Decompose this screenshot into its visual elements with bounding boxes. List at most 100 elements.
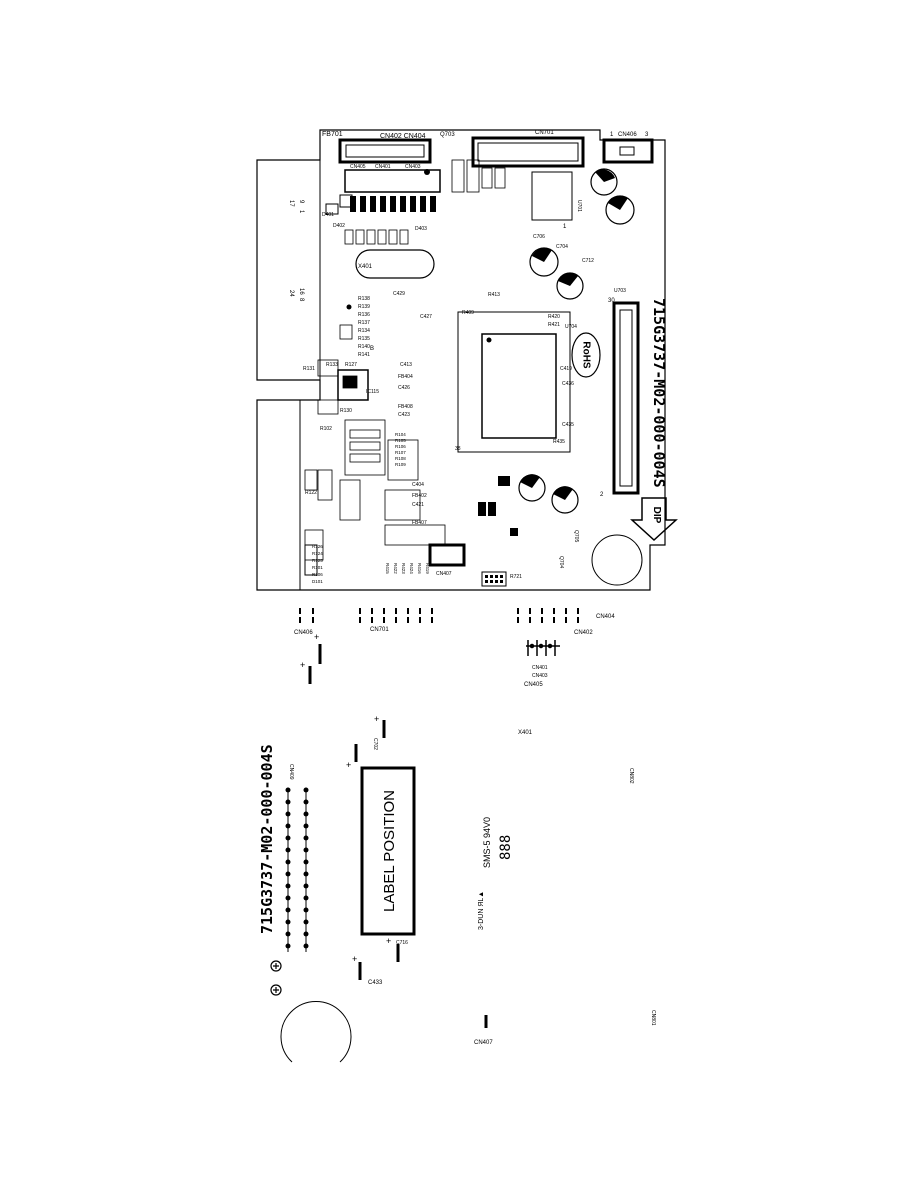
x401-label: X401 — [358, 264, 373, 270]
r136-label: R136 — [358, 312, 370, 318]
resistor-bank-c: R415 R422 R423 R424 R416 R419 — [385, 563, 430, 574]
r139-label: R139 — [358, 304, 370, 310]
c413-label: C413 — [400, 362, 412, 368]
svg-text:+: + — [352, 954, 357, 964]
pin-38: 38 — [455, 446, 461, 452]
cn406-pins — [299, 608, 314, 623]
svg-text:R106: R106 — [312, 572, 323, 577]
pin-1: 1 — [563, 224, 567, 230]
dip-label: DIP — [651, 507, 662, 524]
q703-label: Q703 — [440, 132, 455, 138]
svg-text:R424: R424 — [409, 563, 414, 574]
label-position-text: LABEL POSITION — [381, 790, 398, 912]
r409-label: R409 — [462, 310, 474, 316]
r420-label: R420 — [548, 314, 560, 320]
bottom-c433-label: C433 — [368, 980, 383, 986]
r435-label: R435 — [553, 439, 565, 445]
cn405-connector — [344, 169, 441, 193]
bottom-cn403-label: CN403 — [532, 673, 548, 679]
pin-numbers-left: 1 9 17 8 16 24 — [288, 200, 304, 302]
q704-label: Q704 — [558, 556, 564, 568]
r130-label: R130 — [340, 408, 352, 414]
cn401-pins — [526, 640, 560, 656]
sms-mark: SMS-5 94V0 — [482, 817, 492, 868]
mid-cluster — [304, 359, 446, 561]
main-ic-u401 — [457, 311, 571, 453]
cn404-pins — [517, 608, 579, 623]
pin-2: 2 — [600, 492, 604, 498]
d401-label: D401 — [322, 212, 334, 218]
ul-mark: 3-DUN ЯL▲ — [478, 891, 485, 930]
bottom-c702-label: C702 — [372, 738, 378, 750]
pad-row — [350, 196, 436, 212]
bottom-c716-label: C716 — [396, 940, 408, 946]
bottom-cn701-label: CN701 — [370, 627, 389, 633]
svg-text:R107: R107 — [395, 450, 406, 455]
svg-text:R125: R125 — [312, 558, 323, 563]
fb402-label: FB402 — [412, 493, 427, 499]
c426-label: C426 — [398, 385, 410, 391]
power-pads — [478, 476, 518, 536]
svg-text:+: + — [386, 936, 391, 946]
svg-text:+: + — [346, 760, 351, 770]
r133-label: R133 — [326, 362, 338, 368]
cn402-cn404-label: CN402 CN404 — [380, 133, 426, 140]
cn406-pin3: 3 — [645, 132, 649, 138]
r141-label: R141 — [358, 352, 370, 358]
alignment-marks — [270, 960, 282, 996]
fb701-label: FB701 — [322, 131, 343, 138]
c429-label: C429 — [393, 291, 405, 297]
svg-text:R422: R422 — [393, 563, 398, 574]
svg-text:1: 1 — [298, 210, 304, 214]
cn401-label: CN401 — [375, 164, 391, 170]
r131-label: R131 — [303, 366, 315, 372]
rohs-mark: RoHS — [571, 332, 601, 378]
r137-label: R137 — [358, 320, 370, 326]
svg-text:+: + — [300, 660, 305, 670]
label-position-box — [360, 766, 416, 936]
bottom-cn401-label: CN401 — [532, 665, 548, 671]
svg-text:R124: R124 — [312, 551, 323, 556]
bottom-cn405-label: CN405 — [524, 682, 543, 688]
u701-ic — [531, 171, 573, 221]
c427-label: C427 — [420, 314, 432, 320]
r122-label: R122 — [305, 490, 317, 496]
cn407-connector — [428, 543, 466, 567]
small-label-b: B — [370, 346, 374, 352]
svg-text:R104: R104 — [395, 432, 406, 437]
cn405-label: CN405 — [350, 164, 366, 170]
board-outline — [256, 129, 666, 591]
svg-text:R423: R423 — [401, 563, 406, 574]
svg-text:24: 24 — [288, 290, 294, 297]
r138-label: R138 — [358, 296, 370, 302]
smd-array — [344, 159, 506, 245]
svg-text:R108: R108 — [395, 456, 406, 461]
c712-label: C712 — [582, 258, 594, 264]
cap-marks: + + + + + + — [300, 632, 488, 1028]
svg-text:9: 9 — [298, 200, 304, 204]
dip-arrow: DIP — [630, 497, 678, 542]
cn406-connector — [602, 138, 654, 164]
top-board: CN402 CN404 FB701 Q703 CN701 1 CN406 3 C… — [256, 129, 678, 591]
r140-label: R140 — [358, 344, 370, 350]
d403-label: D403 — [415, 226, 427, 232]
top-part-number: 715G3737-M02-000-004S — [650, 298, 668, 488]
electrolytic-caps — [518, 168, 643, 586]
cn406-label: CN406 — [618, 132, 637, 138]
cn409-pad-dots — [285, 787, 309, 949]
r421-label: R421 — [548, 322, 560, 328]
fb404-label: FB404 — [398, 374, 413, 380]
bottom-board: CN406 CN701 CN404 CN402 — [258, 608, 656, 1063]
c706-label: C706 — [533, 234, 545, 240]
svg-text:+: + — [314, 632, 319, 642]
svg-text:R106: R106 — [395, 444, 406, 449]
date-code: 888 — [498, 835, 514, 860]
ffc-connector — [612, 301, 640, 495]
diode-d401 — [325, 194, 353, 215]
svg-text:R126: R126 — [312, 544, 323, 549]
bottom-cn402-label: CN402 — [574, 630, 593, 636]
rohs-label: RoHS — [580, 341, 591, 369]
svg-text:+: + — [374, 714, 379, 724]
bottom-cn801-label: CN801 — [650, 1010, 656, 1026]
